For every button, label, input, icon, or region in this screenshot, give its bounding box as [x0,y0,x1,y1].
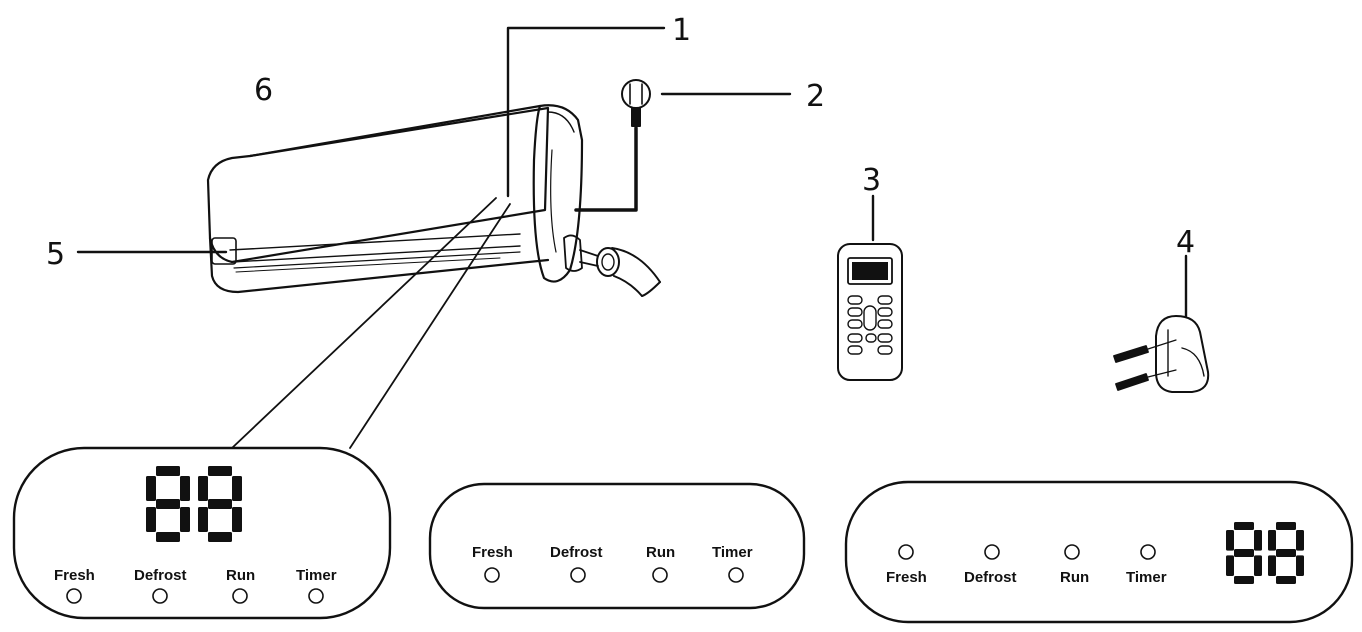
segment-c [1254,555,1262,576]
indicator-led-defrost-a [152,588,168,604]
callout-5: 5 [46,237,65,272]
digit-c2 [1268,522,1304,584]
indicator-label-run-a: Run [226,567,255,584]
segment-c [180,507,190,532]
segment-g [1234,549,1254,557]
indicator-label-defrost-b: Defrost [550,544,603,561]
mounting-screws [1113,339,1177,391]
indicator-label-defrost-a: Defrost [134,567,187,584]
segment-f [146,476,156,501]
segment-e [1268,555,1276,576]
indicator-label-fresh-a: Fresh [54,567,95,584]
indicator-label-timer-c: Timer [1126,569,1167,586]
segment-g [1276,549,1296,557]
segment-f [1268,530,1276,551]
digit-c1 [1226,522,1262,584]
segment-b [1254,530,1262,551]
segment-a [156,466,180,476]
callout-4: 4 [1176,225,1195,260]
digit-display-a [146,466,242,542]
indoor-unit [206,104,661,297]
segment-a [1276,522,1296,530]
callout-1: 1 [672,13,691,48]
indicator-label-fresh-c: Fresh [886,569,927,586]
segment-e [1226,555,1234,576]
segment-b [232,476,242,501]
indicator-label-timer-a: Timer [296,567,337,584]
segment-f [1226,530,1234,551]
segment-b [180,476,190,501]
indicator-led-run-a [232,588,248,604]
segment-d [1234,576,1254,584]
segment-g [208,499,232,509]
remote-controller [837,243,903,381]
display-panel-a: Fresh Defrost Run Timer [12,446,392,620]
indicator-led-fresh-a [66,588,82,604]
indicator-label-fresh-b: Fresh [472,544,513,561]
indicator-led-run-b [652,567,668,583]
indicator-label-run-c: Run [1060,569,1089,586]
callout-leaders [76,26,1188,449]
display-panel-b: Fresh Defrost Run Timer [428,482,806,610]
segment-c [1296,555,1304,576]
segment-b [1296,530,1304,551]
segment-e [146,507,156,532]
segment-g [156,499,180,509]
segment-d [208,532,232,542]
remote-holder [1155,315,1210,393]
callout-2: 2 [806,79,825,114]
segment-a [208,466,232,476]
digit-display-c [1226,522,1304,584]
indicator-led-run-c [1064,544,1080,560]
segment-a [1234,522,1254,530]
callout-6: 6 [254,73,273,108]
indicator-led-fresh-c [898,544,914,560]
indicator-label-run-b: Run [646,544,675,561]
indicator-label-defrost-c: Defrost [964,569,1017,586]
segment-f [198,476,208,501]
segment-c [232,507,242,532]
digit-a1 [146,466,190,542]
power-plug [621,79,651,127]
indicator-led-fresh-b [484,567,500,583]
segment-d [1276,576,1296,584]
digit-a2 [198,466,242,542]
display-panel-c: Fresh Defrost Run Timer [844,480,1354,624]
indicator-led-timer-c [1140,544,1156,560]
segment-d [156,532,180,542]
callout-3: 3 [862,163,881,198]
indicator-label-timer-b: Timer [712,544,753,561]
indicator-led-timer-a [308,588,324,604]
indicator-led-defrost-b [570,567,586,583]
indicator-led-timer-b [728,567,744,583]
segment-e [198,507,208,532]
indicator-led-defrost-c [984,544,1000,560]
